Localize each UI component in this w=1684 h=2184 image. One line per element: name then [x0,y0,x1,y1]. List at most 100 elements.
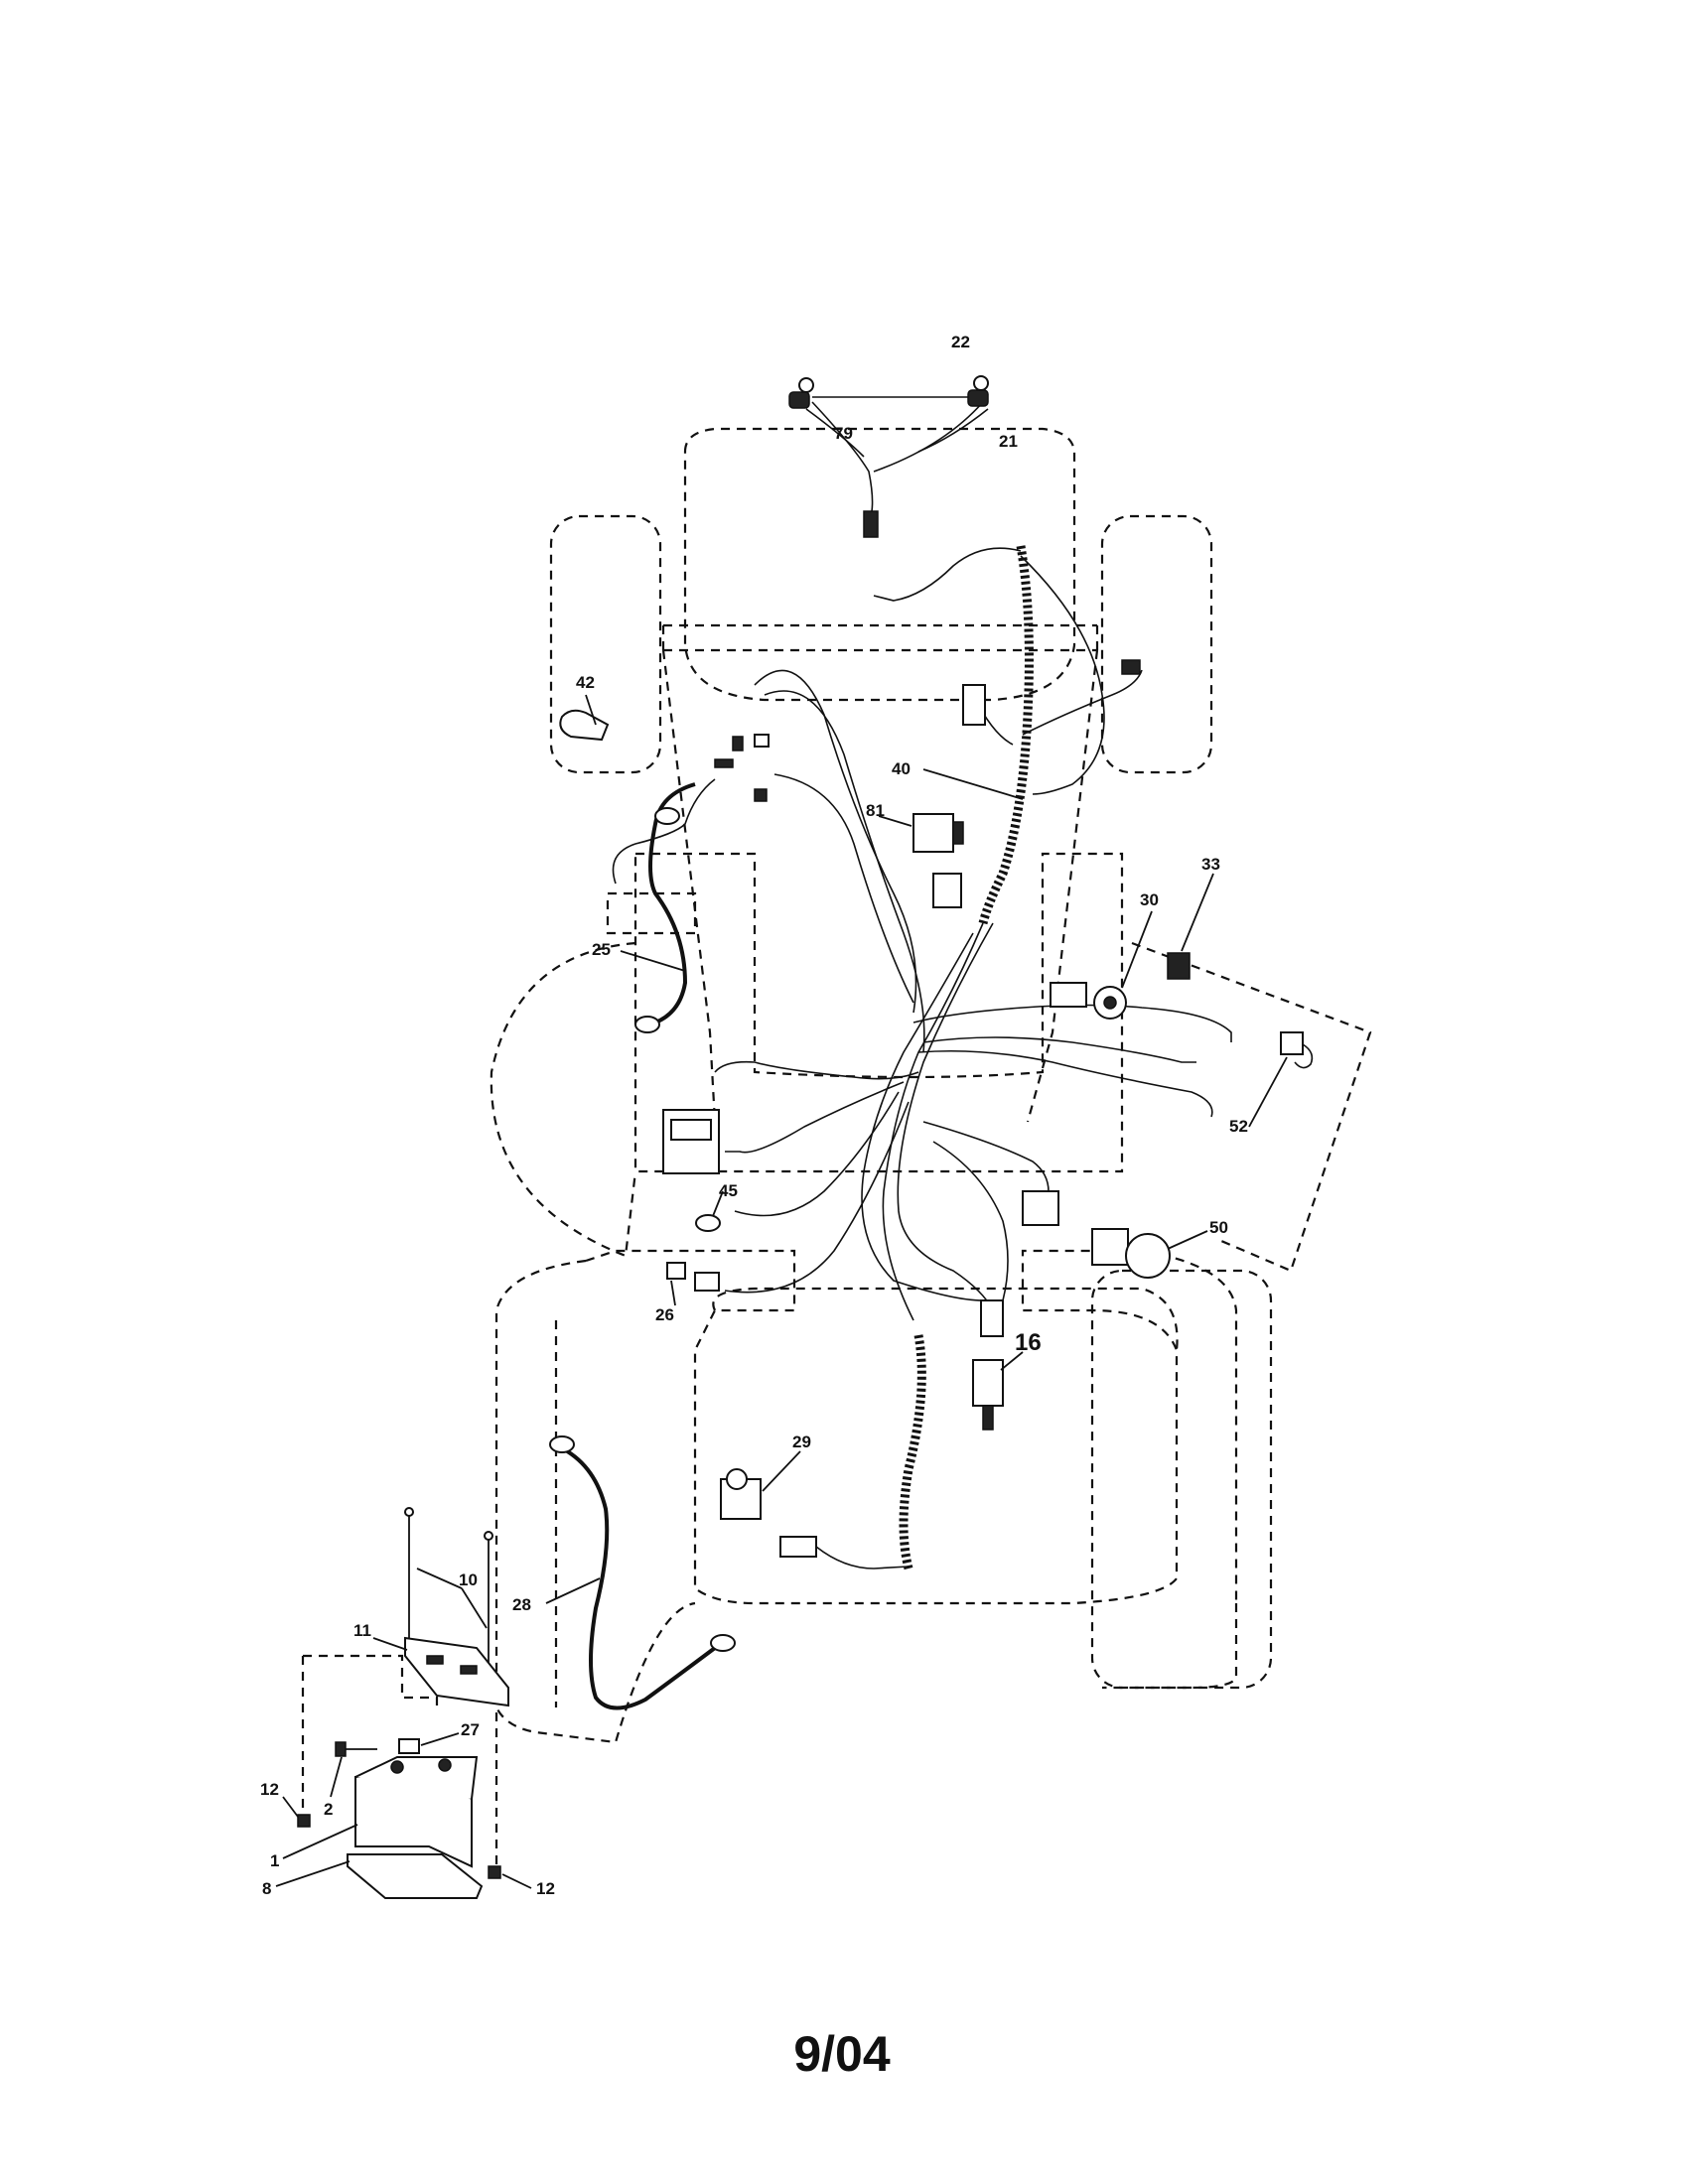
harness-connector-right [1050,982,1087,1008]
callout-12-upper: 12 [260,1780,279,1799]
part-16-connector-a [980,1299,1004,1337]
callout-26: 26 [655,1305,674,1324]
rear-right-wheel [1090,1269,1273,1690]
terminal-a [732,736,744,751]
callout-30: 30 [1140,890,1159,909]
front-left-wheel [549,514,662,774]
part-26-plug-b [694,1272,720,1292]
terminal-b [754,734,770,748]
harness-branch-19 [1022,669,1143,736]
body-outline [661,649,1099,1123]
left-deck-outline [490,941,637,1258]
terminal-d [754,788,768,802]
callout-12-lower: 12 [536,1879,555,1898]
callout-labels: 22 79 21 42 40 81 33 30 25 52 45 50 26 1… [260,333,1248,1898]
part-8-leader [275,1860,351,1887]
part-28-eyelet-bottom [710,1634,736,1652]
part-40-connector [962,684,986,726]
callout-28: 28 [512,1595,531,1614]
harness-branch-8 [612,778,716,885]
part-33-leader [1181,873,1214,952]
harness-branch-10 [922,1036,1196,1063]
harness-branch-13 [725,1081,905,1154]
steering-column [606,891,697,935]
callout-79: 79 [834,424,853,443]
part-27-bolt [398,1738,420,1754]
rear-fender-right [1102,1603,1238,1690]
callout-2: 2 [324,1800,333,1819]
part-40-leader [922,768,1024,800]
right-deck-outline [1131,941,1372,1273]
harness-branch-1 [873,547,1022,602]
part-52-leader [1248,1056,1288,1128]
part-27-leader [420,1732,460,1746]
part-11-slot-a [426,1655,444,1665]
battery-mount-outline [301,1654,498,1871]
headlight-left [788,391,810,409]
harness-branch-12 [714,1060,919,1080]
headlight-wire-2 [805,408,989,458]
main-harness [612,545,1232,1570]
part-8-tray [347,1853,484,1899]
part-26-plug-a [666,1262,686,1280]
date-code: 9/04 [793,2026,891,2082]
callout-29: 29 [792,1433,811,1451]
callout-45: 45 [719,1181,738,1200]
part-45-eyelet [695,1214,721,1232]
headlight-harness [788,375,989,538]
harness-branch-18 [1020,555,1105,795]
bulb-right [973,375,989,391]
harness-branch-6 [764,690,925,1053]
callout-8: 8 [262,1879,271,1898]
part-10-rod-right-tip [484,1531,493,1541]
callout-10: 10 [459,1570,478,1589]
part-28-eyelet-top [549,1435,575,1453]
callout-27: 27 [461,1720,480,1739]
callout-42: 42 [576,673,595,692]
part-25-eyelet-top [654,807,680,825]
callout-16: 16 [1015,1329,1042,1356]
part-29-leader [762,1450,801,1492]
part-12-lower-leader [501,1873,532,1889]
lower-loom-connector [779,1536,817,1558]
part-42-hose [559,709,610,742]
rear-fender-left [494,1259,696,1744]
front-right-wheel [1100,514,1213,774]
part-26-leader [670,1280,676,1306]
part-33-switch [1167,952,1191,980]
harness-branch-17 [932,1141,1009,1301]
part-16-switch [972,1359,1004,1407]
headlight-right [967,389,989,407]
seat-pan-outline [712,1287,1179,1351]
harness-branch-14 [734,1091,900,1217]
part-29-plunger [726,1468,748,1490]
part-50-switch [1091,1228,1129,1266]
rear-body-outline [585,1249,1238,1605]
part-52-lead [1294,1043,1314,1069]
part-2-bolt-head [335,1741,347,1757]
part-81-relay-top [952,821,964,845]
part-12-upper-leader [282,1796,299,1818]
callout-21: 21 [999,432,1018,451]
part-1-terminal-neg [390,1760,404,1774]
part-30-ignition-core [1103,996,1117,1010]
callout-50: 50 [1209,1218,1228,1237]
callout-40: 40 [892,759,911,778]
terminal-c [714,758,734,768]
harness-branch-15 [724,1101,910,1294]
callout-11: 11 [353,1621,371,1640]
harness-loom-upper [978,545,1034,925]
part-81-leader [878,815,912,827]
part-10-leader [416,1568,488,1629]
part-52-plug [1280,1031,1304,1055]
part-2-leader [330,1756,343,1798]
part-12-nut-upper [297,1814,311,1828]
harness-connector-lower-right [1022,1190,1059,1226]
harness-connector-mid [932,873,962,908]
part-45-screen [670,1119,712,1141]
harness-branch-3 [861,932,984,1301]
part-40-terminal [1121,659,1141,675]
harness-branch-11 [917,1049,1213,1118]
dash-panel [633,852,1124,1173]
